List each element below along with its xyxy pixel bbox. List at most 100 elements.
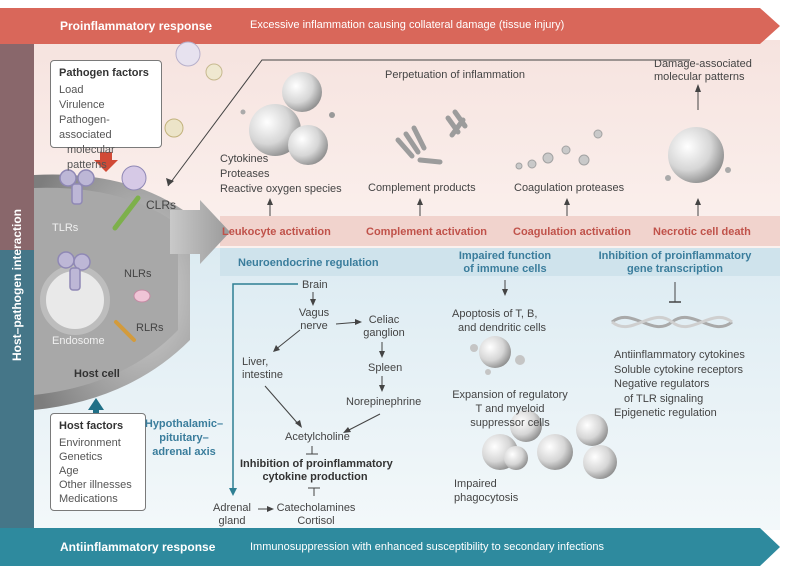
necrotic-cell <box>668 127 724 183</box>
rlr-shape <box>114 320 136 342</box>
coagulation-activation-label: Coagulation activation <box>513 226 631 238</box>
complement-products-label: Complement products <box>368 182 476 194</box>
liver-label: Liver, intestine <box>242 356 283 382</box>
inhibition-transcription-line: Inhibition of proinflammatory <box>598 250 752 262</box>
acetylcholine-label: Acetylcholine <box>285 431 350 443</box>
hpa-line: adrenal axis <box>152 446 216 458</box>
leukocyte-cell <box>249 104 301 156</box>
antiinflammatory-subtitle: Immunosuppression with enhanced suscepti… <box>250 541 605 553</box>
host-factor-item: Environment <box>59 437 121 449</box>
inhibition-transcription-label: Inhibition of proinflammatory gene trans… <box>598 250 752 276</box>
antiinflammatory-title: Antiinflammatory response <box>60 540 216 554</box>
catecholamines-line: Catecholamines <box>276 502 356 514</box>
ros-label: Reactive oxygen species <box>220 183 342 195</box>
norepinephrine-label: Norepinephrine <box>346 396 422 408</box>
hpa-axis-label: Hypothalamic– pituitary– adrenal axis <box>140 417 228 459</box>
transcription-items: Antiinflammatory cytokines Soluble cytok… <box>614 348 745 421</box>
pathogen-factor-item: Virulence <box>59 99 105 111</box>
host-factor-item: Age <box>59 465 79 477</box>
hpa-line: pituitary– <box>159 432 209 444</box>
inhibition-cytokine-line: cytokine production <box>262 471 368 484</box>
transcription-item: Negative regulators <box>614 378 710 390</box>
nlr-shape <box>133 289 151 303</box>
transcription-item: of TLR signaling <box>624 392 704 405</box>
tlrs-label: TLRs <box>52 222 79 234</box>
catecholamines-label: Catecholamines Cortisol <box>274 502 358 528</box>
apoptotic-cell <box>479 336 511 368</box>
host-factors-arrow <box>88 398 104 422</box>
transcription-item: Soluble cytokine receptors <box>614 363 744 376</box>
host-factor-item: Medications <box>59 493 118 505</box>
nlrs-label: NLRs <box>124 268 152 280</box>
tlr-receptor-top <box>59 169 95 205</box>
impaired-function-label: Impaired function of immune cells <box>450 250 560 276</box>
pathogen-factor-item: Load <box>59 84 84 96</box>
inhibition-cytokine-label: Inhibition of proinflammatory cytokine p… <box>240 458 393 484</box>
adrenal-line: Adrenal <box>213 502 251 514</box>
brain-label: Brain <box>302 279 328 291</box>
pathogen-factor-item: molecular patterns <box>67 144 115 171</box>
perpetuation-label: Perpetuation of inflammation <box>385 69 526 81</box>
impaired-phago-line: Impaired <box>454 478 497 490</box>
expansion-label: Expansion of regulatory T and myeloid su… <box>450 388 570 430</box>
inhibition-cytokine-line: Inhibition of proinflammatory <box>240 458 393 470</box>
neuroendocrine-label: Neuroendocrine regulation <box>238 257 379 269</box>
vagus-label: Vagus nerve <box>292 307 336 333</box>
cytokines-label: Cytokines <box>220 153 269 165</box>
rlrs-label: RLRs <box>136 322 164 334</box>
complement-activation-label: Complement activation <box>366 226 488 238</box>
adrenal-line: gland <box>218 515 246 528</box>
pathogen-factors-title: Pathogen factors <box>59 67 149 79</box>
clr-receptor <box>112 195 141 231</box>
antiinflammatory-banner <box>0 528 780 566</box>
spleen-label: Spleen <box>368 362 403 374</box>
host-pathogen-label: Host–pathogen interaction <box>9 208 24 362</box>
leukocyte-products: Cytokines Proteases Reactive oxygen spec… <box>220 152 342 197</box>
celiac-label: Celiac ganglion <box>362 314 406 340</box>
proinflammatory-subtitle: Excessive inflammation causing collatera… <box>250 19 565 31</box>
perpetuation-loop-line <box>167 59 690 187</box>
pathogen-factors-box: Pathogen factors Load Virulence Pathogen… <box>50 60 162 171</box>
apoptosis-label: Apoptosis of T, B, and dendritic cells <box>452 307 546 335</box>
liver-line: intestine <box>242 369 283 382</box>
host-factors-box: Host factors Environment Genetics Age Ot… <box>50 413 146 511</box>
expansion-line: T and myeloid <box>475 403 545 415</box>
damp-line: Damage-associated <box>654 58 752 70</box>
host-factor-item: Genetics <box>59 451 103 463</box>
celiac-line: Celiac <box>368 314 400 326</box>
hpa-axis-line <box>232 283 298 494</box>
complement-molecule <box>395 109 468 165</box>
inhibition-transcription-line: gene transcription <box>627 263 723 276</box>
transcription-item: Epigenetic regulation <box>614 407 717 419</box>
host-factors-title: Host factors <box>59 420 124 432</box>
apoptosis-line: Apoptosis of T, B, <box>452 308 538 320</box>
pathogen-arrow <box>94 152 118 172</box>
clrs-label: CLRs <box>146 198 177 212</box>
proteases-label: Proteases <box>220 168 270 180</box>
host-cell-label: Host cell <box>74 368 120 380</box>
dna-helix <box>611 315 733 329</box>
cortisol-line: Cortisol <box>297 515 335 528</box>
transcription-item: Antiinflammatory cytokines <box>614 349 745 361</box>
host-factor-item: Other illnesses <box>59 479 132 491</box>
proinflammatory-title: Proinflammatory response <box>60 19 213 33</box>
coagulation-proteases-label: Coagulation proteases <box>514 182 625 194</box>
adrenal-label: Adrenal gland <box>210 502 254 528</box>
tlr-receptor-endosome <box>57 251 91 291</box>
apoptosis-line: and dendritic cells <box>458 322 547 334</box>
damp-label: Damage-associated molecular patterns <box>654 58 752 84</box>
damp-line: molecular patterns <box>654 71 745 84</box>
proinflammatory-banner <box>0 8 780 44</box>
vagus-line: Vagus <box>298 307 330 319</box>
activation-band <box>220 216 780 246</box>
regulation-band <box>220 248 780 276</box>
impaired-phago-line: phagocytosis <box>454 492 519 504</box>
vagus-line: nerve <box>300 320 328 333</box>
expansion-line: Expansion of regulatory <box>452 389 568 401</box>
leukocyte-activation-label: Leukocyte activation <box>222 226 331 238</box>
liver-line: Liver, <box>242 356 269 368</box>
impaired-function-line: Impaired function <box>458 250 552 262</box>
big-process-arrow <box>170 200 230 264</box>
